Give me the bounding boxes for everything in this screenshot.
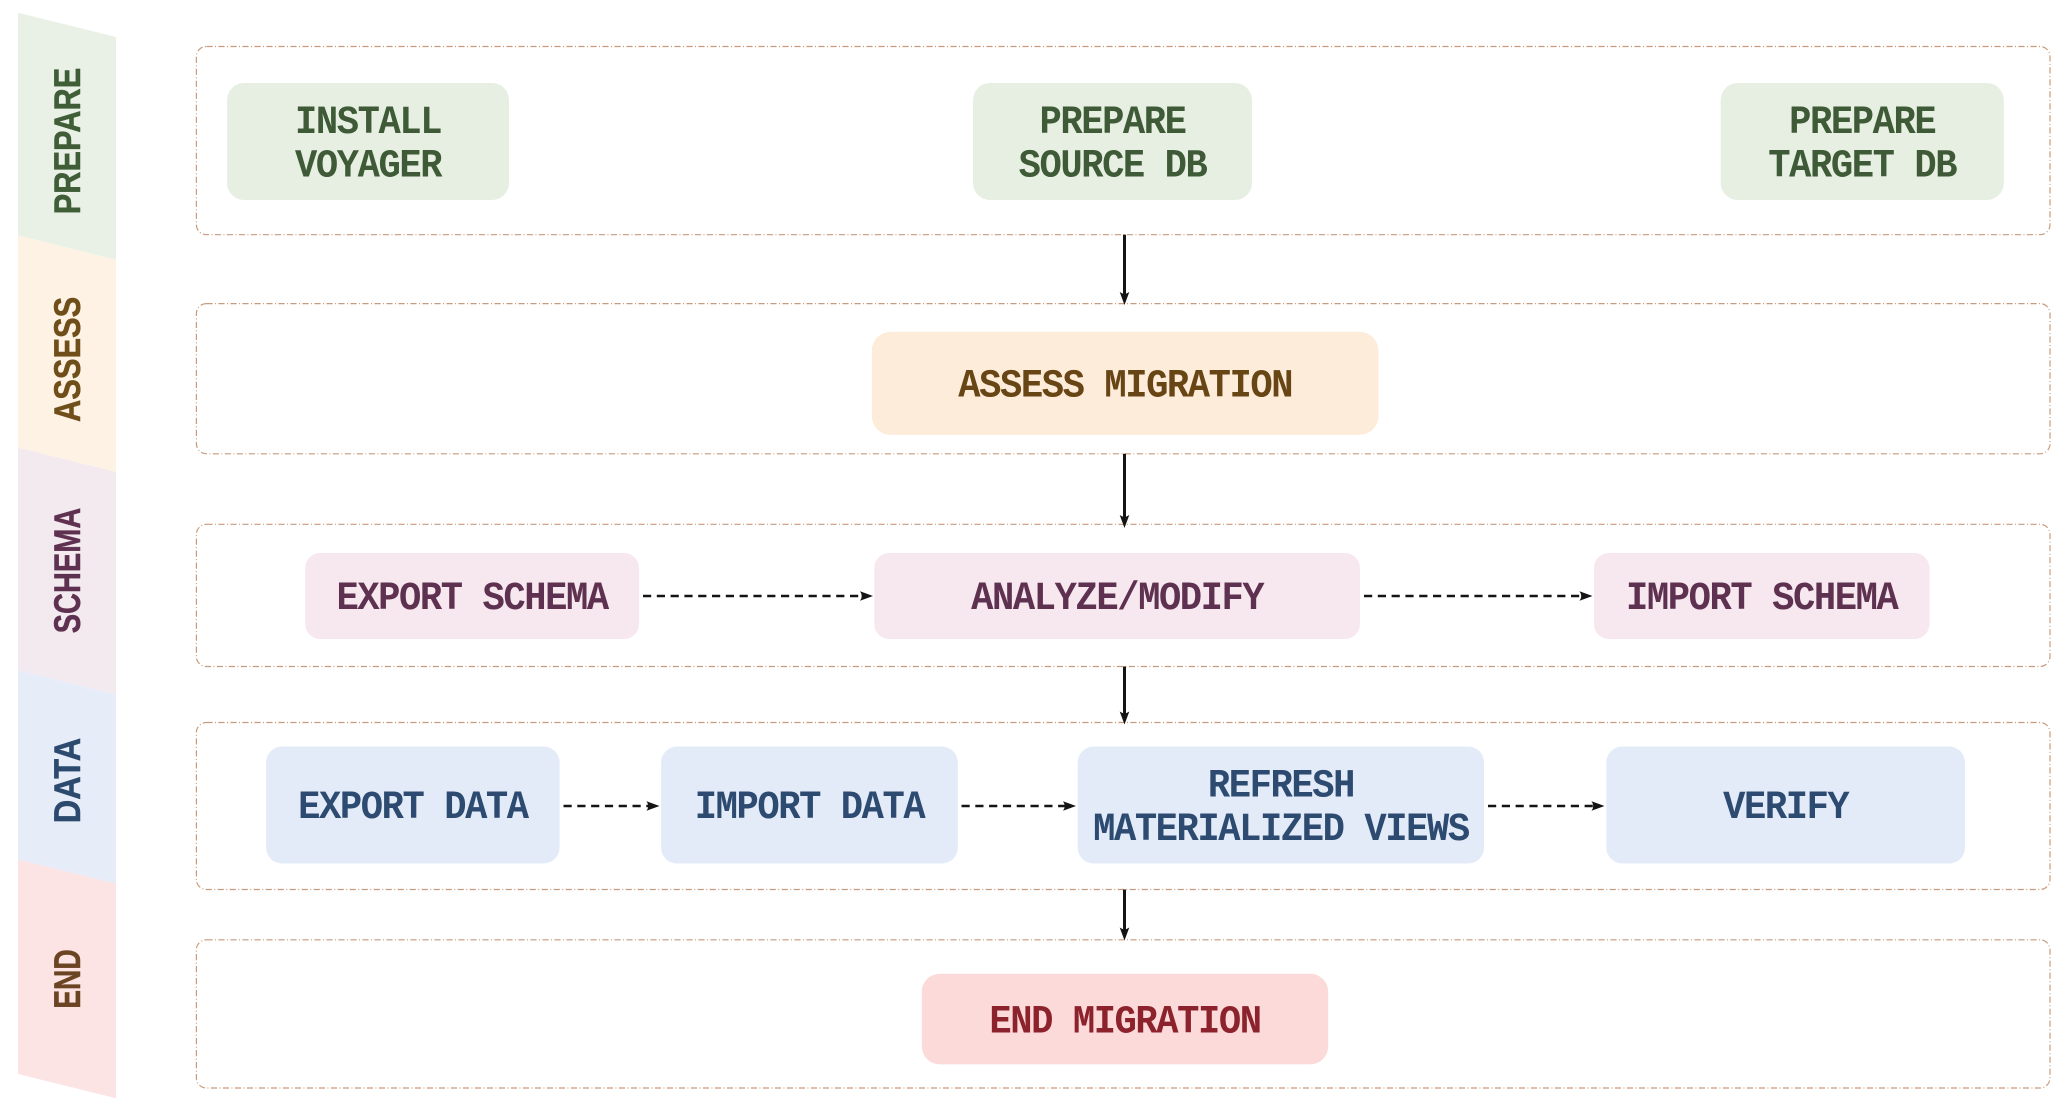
svg-text:DATA: DATA [47, 738, 88, 823]
svg-text:INSTALL: INSTALL [295, 100, 441, 145]
svg-text:EXPORT DATA: EXPORT DATA [298, 785, 529, 830]
svg-text:REFRESH: REFRESH [1208, 763, 1354, 808]
svg-text:ASSESS: ASSESS [47, 297, 88, 422]
svg-text:SCHEMA: SCHEMA [48, 508, 89, 634]
svg-text:END: END [46, 949, 88, 1009]
svg-text:VERIFY: VERIFY [1723, 785, 1850, 830]
svg-text:TARGET DB: TARGET DB [1768, 144, 1957, 189]
svg-text:IMPORT DATA: IMPORT DATA [695, 785, 926, 830]
svg-text:END MIGRATION: END MIGRATION [989, 999, 1260, 1044]
svg-text:PREPARE: PREPARE [1789, 100, 1936, 145]
svg-text:VOYAGER: VOYAGER [295, 144, 442, 189]
svg-text:PREPARE: PREPARE [47, 68, 88, 214]
svg-text:PREPARE: PREPARE [1039, 100, 1186, 145]
svg-text:ANALYZE/MODIFY: ANALYZE/MODIFY [971, 576, 1265, 621]
svg-text:IMPORT SCHEMA: IMPORT SCHEMA [1626, 576, 1899, 621]
svg-text:EXPORT SCHEMA: EXPORT SCHEMA [336, 576, 609, 621]
svg-text:ASSESS MIGRATION: ASSESS MIGRATION [958, 364, 1292, 409]
svg-text:MATERIALIZED VIEWS: MATERIALIZED VIEWS [1093, 807, 1469, 852]
svg-text:SOURCE DB: SOURCE DB [1019, 144, 1208, 189]
